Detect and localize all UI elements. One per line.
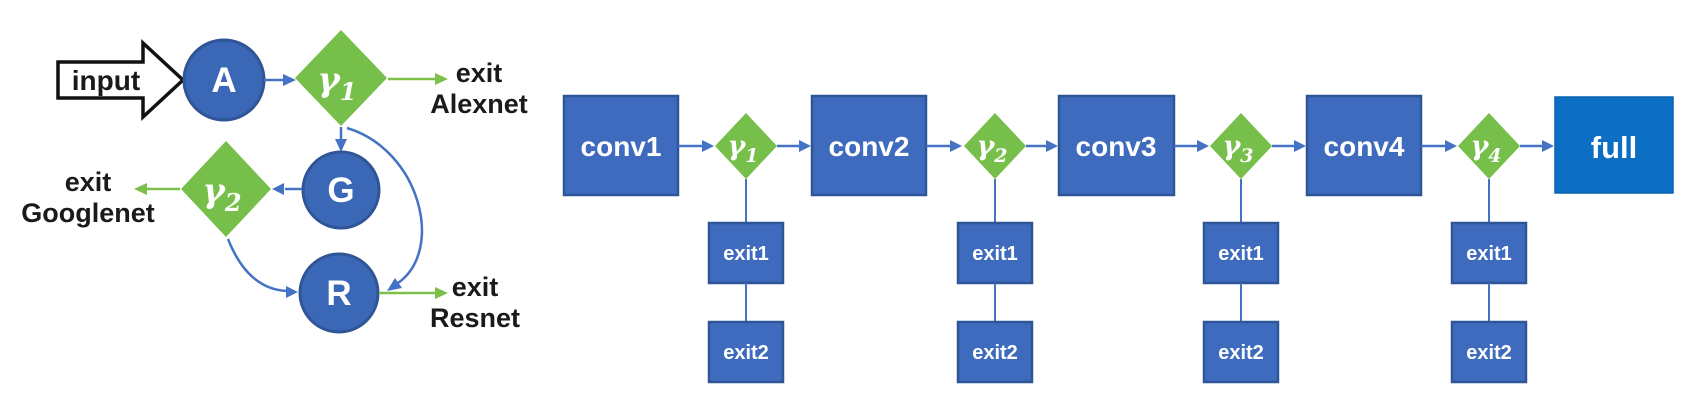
exit-alexnet-label: exit Alexnet [430,58,528,119]
exit-resnet-label: exit Resnet [430,272,520,333]
arrowhead-icon [1046,140,1058,152]
gamma3-diamond [1210,113,1272,179]
gamma1-label: γ1 [317,60,356,106]
stage-conv3: conv3 γ3 exit1 exit2 [1057,94,1306,384]
arrow-conv2-to-gamma2 [926,140,962,152]
node-circle-g [301,150,381,230]
arrow-gamma4-to-full [1520,140,1554,152]
left-diagram: input A γ1 exit Alexnet [21,30,528,334]
conv1-label: conv1 [581,131,662,162]
right-diagram: conv1 γ1 exit1 exit2 conv2 [562,94,1674,384]
input-block-arrow: input [56,38,186,122]
node-g-label: G [327,171,354,210]
arrowhead-icon [1445,140,1457,152]
gamma2-label: γ2 [976,131,1007,167]
gamma4-diamond [1458,113,1520,179]
exit-googlenet-line2: Googlenet [21,198,155,228]
exit2-box-3 [1202,320,1280,384]
stage-full: full [1554,96,1674,194]
curved-line [226,238,288,293]
exit-resnet-line2: Resnet [430,303,520,333]
arrowhead-icon [950,140,962,152]
exit2-box-2 [956,320,1034,384]
arrow-gamma2-to-exit-googlenet [134,183,180,195]
arrow-gamma2-to-conv3 [1026,140,1058,152]
exit-alexnet-line2: Alexnet [430,89,528,119]
diamond-shape [295,30,387,126]
full-label: full [1591,130,1638,165]
exit1-box-3 [1202,221,1280,285]
input-label: input [72,65,140,96]
exit-alexnet-line1: exit [456,58,503,88]
arrow-r-to-exit-resnet [379,287,448,299]
arrowhead-icon [286,286,298,298]
gamma1-label: γ1 [727,131,758,167]
conv3-label: conv3 [1076,131,1157,162]
node-googlenet: G [301,150,381,230]
arrowhead-icon [1542,140,1554,152]
exit-googlenet-label: exit Googlenet [21,167,155,228]
exit-resnet-line1: exit [452,272,499,302]
node-circle-r [298,252,380,334]
full-box [1554,96,1674,194]
arrowhead-icon [435,287,448,299]
arrow-gamma2-to-r-curve [226,238,298,298]
arrow-gamma1-to-r-curve [346,126,424,291]
arrowhead-icon [335,139,347,152]
arrow-gamma1-to-exit-alexnet [388,73,448,85]
arrowhead-icon [134,183,147,195]
exit2-label-4: exit2 [1466,342,1512,364]
diamond-shape [181,141,271,237]
stage-conv4: conv4 γ4 exit1 exit2 [1305,94,1554,384]
conv4-box [1305,94,1423,197]
arrow-a-to-gamma1 [264,74,296,86]
exit1-label-2: exit1 [972,243,1018,265]
conv3-box [1057,94,1176,197]
exit2-label-2: exit2 [972,342,1018,364]
gamma1-diamond-left: γ1 [295,30,387,126]
conv1-box [562,94,680,197]
arrow-gamma3-to-conv4 [1272,140,1306,152]
exit1-label-3: exit1 [1218,243,1264,265]
gamma4-label: γ4 [1470,131,1501,167]
curved-line [346,126,424,285]
arrowhead-icon [799,140,811,152]
exit2-box-1 [707,320,785,384]
arrow-gamma1-to-conv2 [777,140,811,152]
conv2-label: conv2 [829,131,910,162]
gamma1-diamond [715,113,777,179]
arrow-g-to-gamma2 [272,183,302,195]
exit2-label-1: exit2 [723,342,769,364]
exit1-label-1: exit1 [723,243,769,265]
arrowhead-icon [283,74,296,86]
gamma2-diamond [964,113,1026,179]
stage-conv2: conv2 γ2 exit1 exit2 [810,94,1058,384]
exit2-box-4 [1450,320,1528,384]
arrowhead-icon [387,278,402,291]
gamma3-label: γ3 [1222,131,1253,167]
conv4-label: conv4 [1324,131,1405,162]
stage-conv1: conv1 γ1 exit1 exit2 [562,94,811,384]
arrowhead-icon [1197,140,1209,152]
arrow-conv4-to-gamma4 [1421,140,1457,152]
input-arrow-shape [56,38,186,122]
exit-googlenet-line1: exit [65,167,112,197]
gamma2-diamond-left: γ2 [181,141,271,237]
exit2-label-3: exit2 [1218,342,1264,364]
exit1-box-1 [707,221,785,285]
node-resnet: R [298,252,380,334]
node-r-label: R [326,274,351,313]
gamma2-label: γ2 [202,171,241,217]
node-alexnet: A [182,38,266,122]
arrow-conv3-to-gamma3 [1174,140,1209,152]
arrowhead-icon [1294,140,1306,152]
arrowhead-icon [702,140,714,152]
arrowhead-icon [272,183,284,195]
arrow-gamma1-to-g [335,127,347,152]
arrow-conv1-to-gamma1 [678,140,714,152]
exit1-label-4: exit1 [1466,243,1512,265]
arrowhead-icon [435,73,448,85]
node-a-label: A [211,61,236,100]
